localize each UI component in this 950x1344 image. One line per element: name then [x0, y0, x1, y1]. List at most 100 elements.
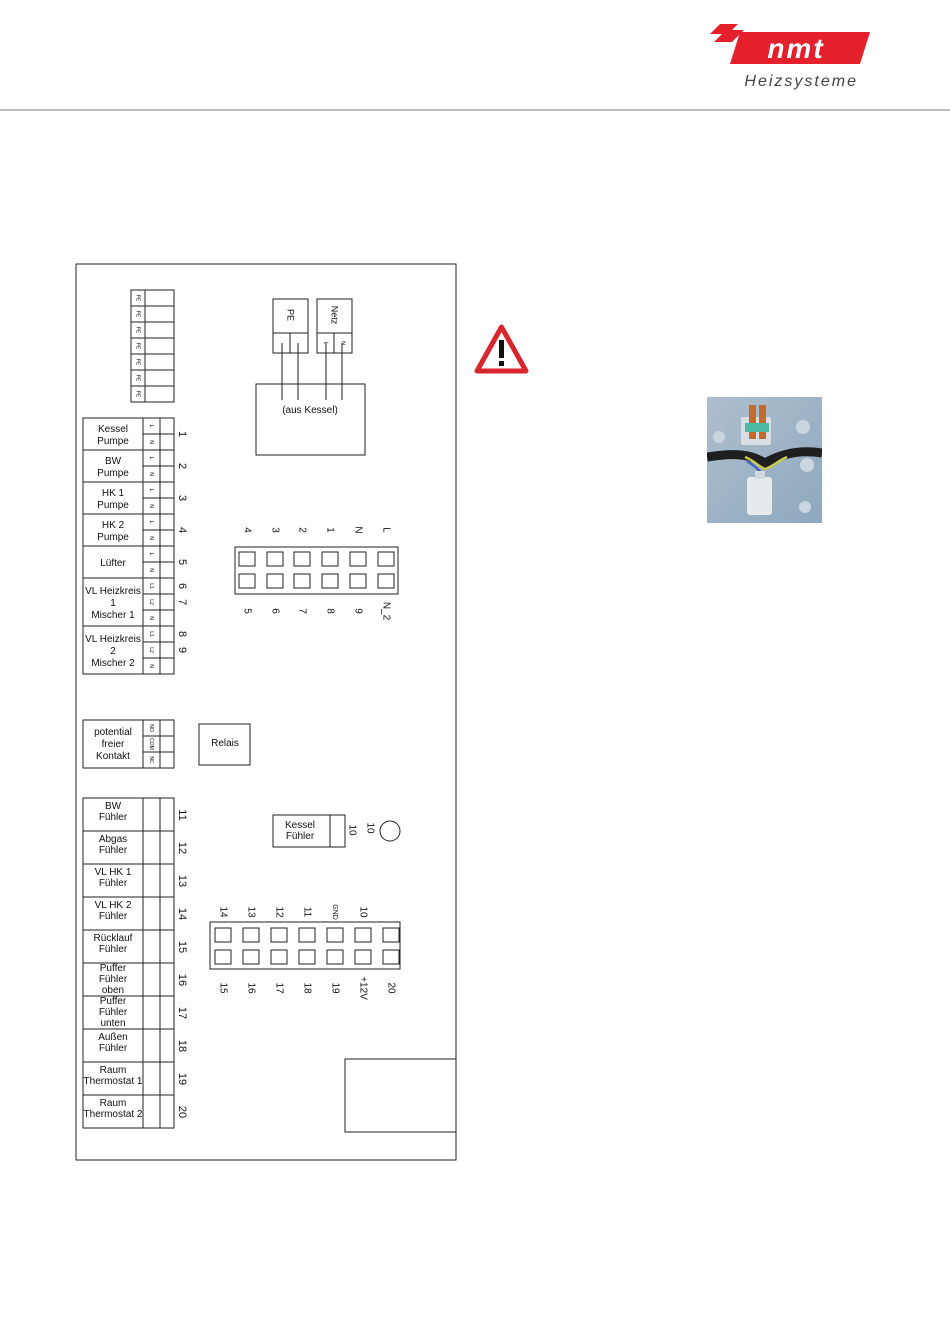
- wago-connector-photo: [707, 397, 822, 523]
- terminal-number: 5: [176, 559, 188, 565]
- sensor-number: 19: [176, 1073, 188, 1085]
- connector-pin: [293, 573, 311, 589]
- output-label: Pumpe: [97, 532, 129, 543]
- connector-label: 1: [324, 527, 335, 533]
- pin-label: L: [148, 457, 154, 460]
- kessel-pin: [329, 814, 346, 848]
- sensor-plug-circle: [379, 820, 401, 842]
- sensor-number: 12: [176, 842, 188, 854]
- connector-pin: [377, 551, 395, 567]
- header-rule: [0, 109, 950, 111]
- kessel-number: 10: [346, 824, 357, 836]
- pe-label: PE: [135, 311, 141, 318]
- connector-label: 3: [269, 527, 280, 533]
- output-label: BW: [105, 456, 122, 467]
- connector-pin: [382, 927, 400, 943]
- logo-mark: [710, 24, 870, 64]
- wire-cell: [159, 513, 175, 531]
- sensor-label: Puffer: [100, 963, 127, 974]
- pe-wire-cell: [144, 369, 175, 387]
- pe-label: PE: [135, 343, 141, 350]
- output-label: Mischer 2: [91, 658, 135, 669]
- connector-pin: [266, 573, 284, 589]
- wire-cell: [159, 735, 175, 753]
- pin-label: N: [148, 472, 154, 476]
- pin-label: L: [148, 521, 154, 524]
- connector-label: 6: [269, 608, 280, 614]
- sensor-label: Fühler: [99, 845, 128, 856]
- connector-label: N_2: [380, 602, 391, 621]
- kessel-label: Kessel: [285, 820, 315, 831]
- sensor-label: Fühler: [99, 1007, 128, 1018]
- pe-title: PE: [286, 309, 296, 321]
- wire-cell: [159, 577, 175, 595]
- sensor-label: Abgas: [99, 834, 127, 845]
- output-label: Pumpe: [97, 436, 129, 447]
- sensor-pin-cell: [142, 797, 161, 832]
- sensor-pin-cell: [142, 1061, 161, 1096]
- connector-pin: [270, 949, 288, 965]
- connector-label: 10: [357, 906, 368, 918]
- wire-cell: [159, 529, 175, 547]
- connector-pin: [298, 949, 316, 965]
- pin-label: L: [148, 425, 154, 428]
- sensor-pin-cell: [142, 929, 161, 964]
- terminal-number: 8: [176, 631, 188, 637]
- pin-label: COM: [148, 738, 154, 750]
- source-label: (aus Kessel): [282, 405, 338, 416]
- logo-tagline: Heizsysteme: [744, 73, 858, 90]
- connector-pin: [242, 927, 260, 943]
- pin-label: L2: [148, 599, 154, 605]
- connector-label: 19: [329, 982, 340, 994]
- sensor-pin-cell: [142, 962, 161, 997]
- sensor-number: 14: [176, 908, 188, 920]
- wire-cell: [159, 417, 175, 435]
- sensor-label: Fühler: [99, 812, 128, 823]
- connector-pin: [238, 551, 256, 567]
- connector-label: 12: [273, 906, 284, 918]
- sensor-number: 18: [176, 1040, 188, 1052]
- terminal-number: 1: [176, 431, 188, 437]
- sensor-label: Fühler: [99, 944, 128, 955]
- wire-cell: [159, 719, 175, 737]
- pin-label: L2: [148, 647, 154, 653]
- pe-wire-cell: [144, 353, 175, 371]
- connector-label: GND: [331, 904, 338, 920]
- connector-pin: [382, 949, 400, 965]
- output-label: Lüfter: [100, 558, 126, 569]
- wire-cell: [159, 641, 175, 659]
- connector-label: 18: [301, 982, 312, 994]
- connector-outline: [234, 546, 399, 595]
- output-label: VL Heizkreis: [85, 586, 141, 597]
- pe-wire-cell: [144, 305, 175, 323]
- netz-title: Netz: [330, 306, 340, 325]
- connector-pin: [326, 949, 344, 965]
- sensor-number: 17: [176, 1007, 188, 1019]
- kessel-label: Fühler: [286, 831, 315, 842]
- sensor-label: Raum: [100, 1065, 127, 1076]
- sensor-number: 13: [176, 875, 188, 887]
- sensor-wire-cell: [159, 863, 175, 898]
- output-label: Kessel: [98, 424, 128, 435]
- wire-cell: [159, 433, 175, 451]
- connector-pin: [238, 573, 256, 589]
- nmt-logo: nmt Heizsysteme: [710, 24, 870, 90]
- terminal-number: 9: [176, 647, 188, 653]
- connector-label: 11: [301, 907, 312, 918]
- sensor-label: VL HK 1: [95, 867, 132, 878]
- sensor-wire-cell: [159, 1061, 175, 1096]
- sensor-wire-cell: [159, 962, 175, 997]
- connector-pin: [326, 927, 344, 943]
- connector-pin: [321, 573, 339, 589]
- connector-pin: [293, 551, 311, 567]
- connector-label: 8: [324, 608, 335, 614]
- connector-pin: [214, 949, 232, 965]
- pin-label: L1: [148, 583, 154, 589]
- sensor-pin-cell: [142, 896, 161, 931]
- sensor-wire-cell: [159, 929, 175, 964]
- sensor-pin-cell: [142, 1028, 161, 1063]
- relay-label: Relais: [211, 738, 239, 749]
- sensor-label: oben: [102, 985, 124, 996]
- sensor-wire-cell: [159, 995, 175, 1030]
